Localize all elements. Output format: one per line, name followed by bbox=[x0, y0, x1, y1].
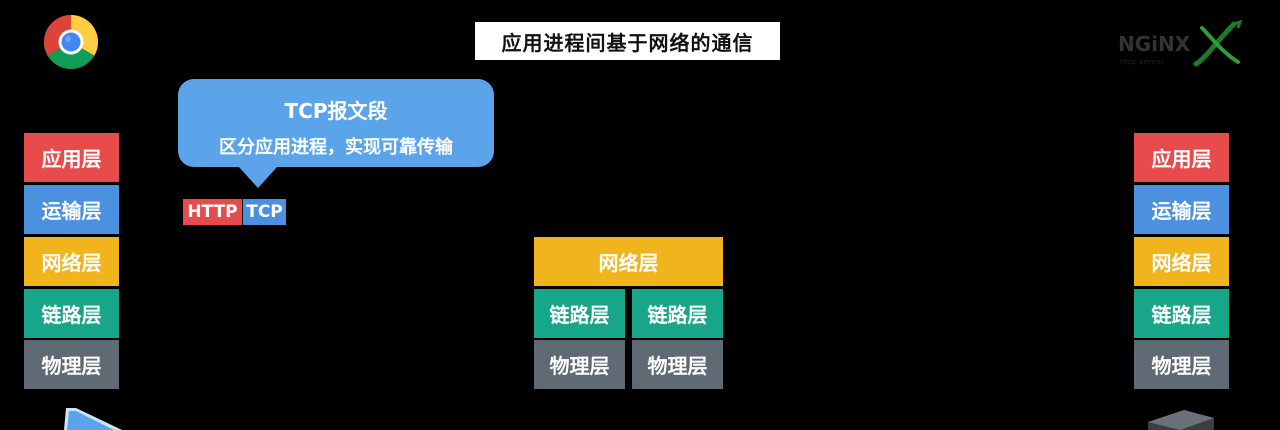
chrome-logo-icon bbox=[43, 14, 99, 70]
laptop-icon bbox=[64, 408, 122, 430]
right-physical-layer: 物理层 bbox=[1134, 340, 1229, 389]
diagram-title: 应用进程间基于网络的通信 bbox=[475, 22, 780, 60]
left-transport-layer: 运输层 bbox=[24, 185, 119, 234]
callout-title: TCP报文段 bbox=[284, 99, 388, 123]
left-network-layer: 网络层 bbox=[24, 237, 119, 286]
right-link-layer: 链路层 bbox=[1134, 289, 1229, 338]
nginx-logo-icon: NGiNX http server bbox=[1118, 19, 1248, 76]
nginx-wordmark: NGiNX bbox=[1118, 32, 1191, 56]
router-physical-layer-2: 物理层 bbox=[632, 340, 723, 389]
router-link-layer-1: 链路层 bbox=[534, 289, 625, 338]
right-application-layer: 应用层 bbox=[1134, 133, 1229, 182]
right-transport-layer: 运输层 bbox=[1134, 185, 1229, 234]
router-physical-layer-1: 物理层 bbox=[534, 340, 625, 389]
router-link-layer-2: 链路层 bbox=[632, 289, 723, 338]
tcp-segment-callout: TCP报文段 区分应用进程，实现可靠传输 bbox=[178, 79, 494, 167]
left-physical-layer: 物理层 bbox=[24, 340, 119, 389]
callout-text: 区分应用进程，实现可靠传输 bbox=[219, 137, 453, 158]
nginx-x-mark-icon bbox=[1193, 19, 1243, 67]
callout-pointer bbox=[238, 166, 278, 188]
server-icon bbox=[1148, 410, 1214, 430]
left-application-layer: 应用层 bbox=[24, 133, 119, 182]
tcp-segment: TCP bbox=[243, 199, 286, 225]
router-network-layer: 网络层 bbox=[534, 237, 723, 286]
nginx-tagline: http server bbox=[1120, 58, 1165, 66]
left-link-layer: 链路层 bbox=[24, 289, 119, 338]
right-network-layer: 网络层 bbox=[1134, 237, 1229, 286]
http-segment: HTTP bbox=[183, 199, 242, 225]
